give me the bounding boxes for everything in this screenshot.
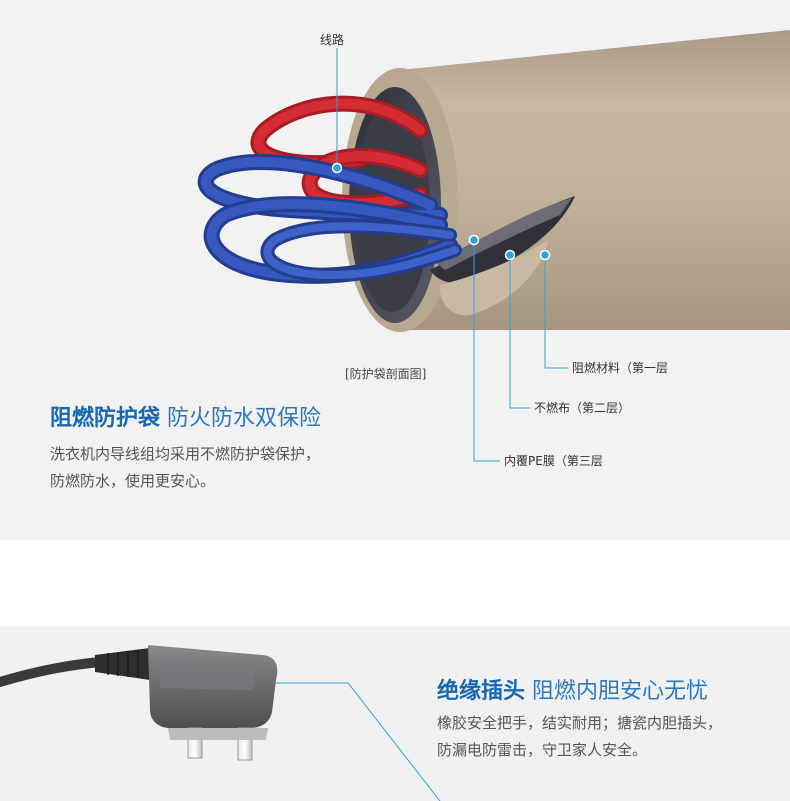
callout-lines (190, 48, 568, 801)
blue-wire-bundle (197, 154, 462, 284)
callout-layer1: 阻燃材料（第一层 (572, 361, 669, 375)
callout-wires: 线路 (320, 33, 345, 47)
section-divider (0, 540, 790, 626)
callout-cutaway: [防护袋剖面图] (345, 367, 427, 381)
protective-sleeve (342, 30, 790, 332)
section2-desc-line2: 防漏电防雷击，守卫家人安全。 (437, 741, 648, 759)
section2-description: 橡胶安全把手，结实耐用；搪瓷内胆插头， 防漏电防雷击，守卫家人安全。 (437, 710, 722, 764)
section1-title: 阻燃防护袋 防火防水双保险 (50, 400, 321, 432)
section2-title: 绝缘插头 阻燃内胆安心无忧 (437, 673, 708, 705)
section2-title-normal: 阻燃内胆安心无忧 (532, 679, 709, 704)
section1-description: 洗衣机内导线组均采用不燃防护袋保护， 防燃防水，使用更安心。 (50, 441, 320, 495)
callout-layer2: 不燃布（第二层） (534, 401, 631, 415)
section2-title-bold: 绝缘插头 (437, 679, 526, 704)
callout-layer3: 内覆PE膜（第三层 (504, 454, 603, 468)
power-plug (0, 645, 278, 761)
section1-desc-line1: 洗衣机内导线组均采用不燃防护袋保护， (50, 445, 321, 463)
section2-desc-line1: 橡胶安全把手，结实耐用；搪瓷内胆插头， (437, 714, 723, 732)
section1-desc-line2: 防燃防水，使用更安心。 (50, 472, 216, 490)
section1-title-bold: 阻燃防护袋 (50, 406, 161, 431)
section1-title-normal: 防火防水双保险 (167, 406, 322, 431)
